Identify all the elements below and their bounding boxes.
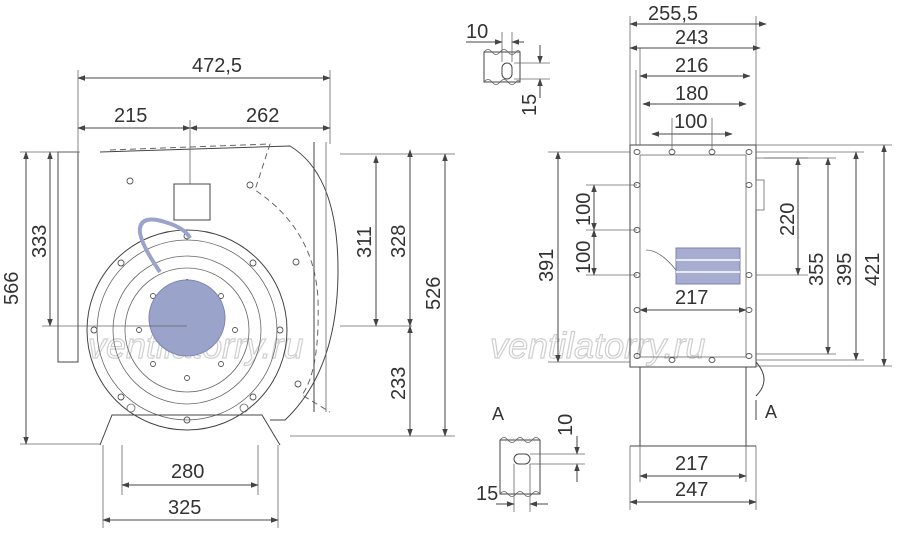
dim-328: 328 [388, 225, 410, 258]
motor-hub [148, 279, 226, 357]
detail-bottom-10: 10 [555, 414, 577, 436]
dim-355: 355 [806, 253, 828, 286]
dim-100-a: 100 [573, 193, 595, 226]
dim-526: 526 [423, 277, 445, 310]
dim-472: 472,5 [192, 55, 242, 77]
cable [137, 217, 192, 274]
dim-217-base: 217 [675, 453, 708, 475]
dim-325: 325 [168, 497, 201, 519]
base-foot [99, 414, 281, 446]
side-motor-box [675, 247, 741, 285]
front-view: 472,5 215 262 566 333 311 328 233 526 28… [1, 55, 455, 528]
dim-100-top: 100 [674, 111, 707, 133]
side-flange [629, 144, 757, 368]
housing-ring-inner [112, 255, 262, 405]
housing-ring-core [124, 267, 250, 393]
detail-top-15: 15 [519, 94, 541, 116]
dim-311: 311 [354, 226, 376, 258]
detail-top-10: 10 [466, 21, 488, 43]
dim-395: 395 [834, 253, 856, 286]
dim-566: 566 [1, 272, 23, 305]
dim-217-inner: 217 [675, 287, 708, 309]
side-terminal [755, 179, 765, 211]
side-opening [639, 154, 747, 358]
terminal-box [173, 183, 211, 221]
dim-216: 216 [675, 55, 708, 77]
scroll-hidden-line [109, 143, 331, 413]
side-curve [755, 361, 765, 397]
dim-333: 333 [29, 225, 51, 258]
base-hole-right [239, 403, 249, 413]
dim-280: 280 [171, 461, 204, 483]
section-label-a-left: A [492, 404, 504, 424]
housing-ring-outer [86, 229, 288, 431]
detail-bottom-15: 15 [476, 483, 498, 505]
base-hole-left [126, 403, 136, 413]
dim-262: 262 [246, 105, 279, 127]
dim-100-b: 100 [573, 241, 595, 274]
dim-215: 215 [114, 105, 147, 127]
detail-top: 10 15 [466, 21, 550, 116]
dim-391: 391 [536, 249, 558, 282]
dim-255: 255,5 [648, 3, 698, 25]
dim-247-base: 247 [675, 479, 708, 501]
detail-bottom: A 10 15 [476, 404, 585, 512]
watermark-right: ventilatorry.ru [490, 325, 705, 366]
scroll-housing [99, 145, 339, 421]
dim-180: 180 [675, 83, 708, 105]
dim-243: 243 [675, 27, 708, 49]
side-view: 255,5 243 216 180 100 391 100 100 220 [536, 3, 892, 510]
dim-220: 220 [777, 203, 799, 236]
inlet-flange [57, 151, 79, 363]
dim-421: 421 [862, 253, 884, 286]
dim-233: 233 [388, 367, 410, 400]
section-label-a-right: A [765, 402, 777, 422]
